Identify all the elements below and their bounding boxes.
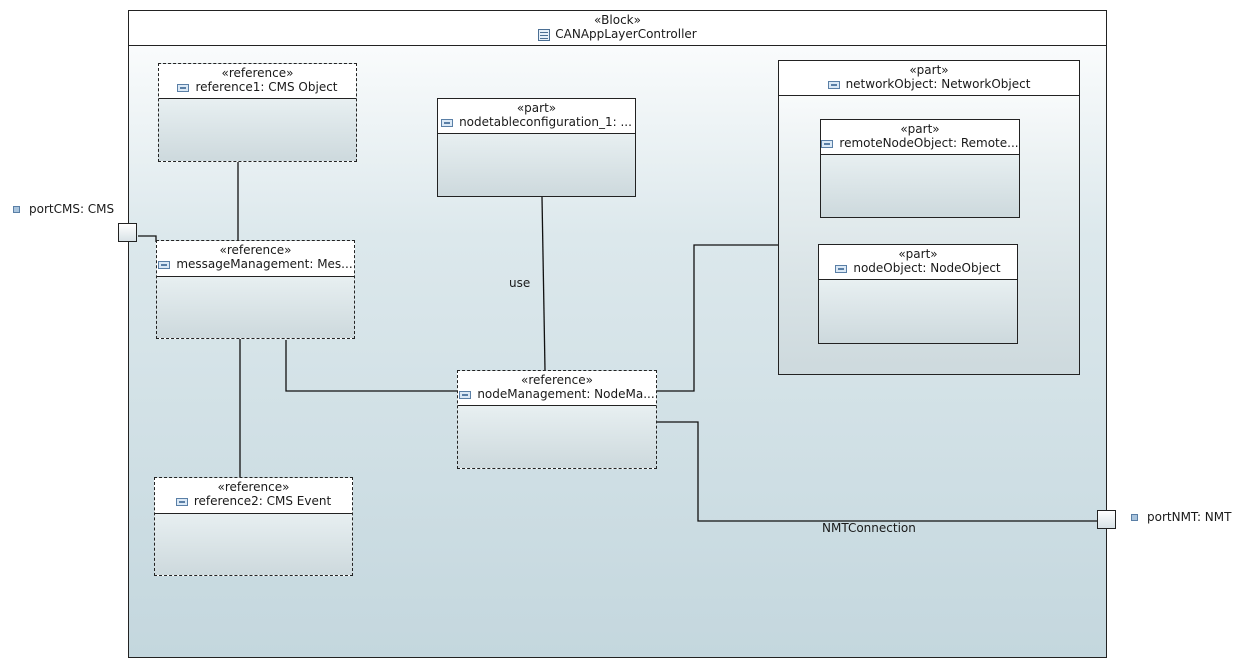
part-name: reference2: CMS Event [193,494,332,508]
part-name: networkObject: NetworkObject [845,77,1031,91]
part-name: remoteNodeObject: Remote... [839,136,1019,150]
part-nodetableconfiguration[interactable]: «part» nodetableconfiguration_1: ... [437,98,636,197]
port-cms[interactable] [118,223,137,242]
block-stereotype: «Block» [594,13,641,27]
port-icon [13,205,20,213]
connector-portcms-message [138,235,157,242]
part-name-line: nodeManagement: NodeMa... [458,387,656,402]
part-name: nodeObject: NodeObject [853,261,1001,275]
part-name-line: messageManagement: Mes... [157,257,354,272]
block-header: «Block» CANAppLayerController [129,11,1106,46]
port-icon [1131,513,1138,521]
part-name-line: nodeObject: NodeObject [819,261,1017,276]
part-icon [459,390,472,399]
block-icon [538,28,551,41]
part-reference1[interactable]: «reference» reference1: CMS Object [158,63,357,162]
part-name-line: remoteNodeObject: Remote... [821,136,1019,151]
part-remotenodeobject[interactable]: «part» remoteNodeObject: Remote... [820,119,1020,218]
port-nmt-text: portNMT: NMT [1147,510,1232,524]
part-icon [835,264,848,273]
part-name: messageManagement: Mes... [176,257,353,271]
part-stereotype: «part» [898,247,938,261]
part-nodemanagement[interactable]: «reference» nodeManagement: NodeMa... [457,370,657,469]
part-stereotype: «reference» [221,66,294,80]
part-header: «part» nodeObject: NodeObject [819,245,1017,280]
part-name-line: reference1: CMS Object [159,80,356,95]
block-name-line: CANAppLayerController [129,27,1106,42]
part-name: nodeManagement: NodeMa... [477,387,655,401]
part-header: «reference» messageManagement: Mes... [157,241,354,277]
connector-use [541,196,546,371]
part-nodeobject[interactable]: «part» nodeObject: NodeObject [818,244,1018,344]
connector-use-label: use [509,276,531,290]
part-icon [158,260,171,269]
part-header: «part» networkObject: NetworkObject [779,61,1079,96]
part-icon [441,118,454,127]
part-header: «reference» reference1: CMS Object [159,64,356,99]
part-icon [175,497,188,506]
port-cms-label: portCMS: CMS [13,202,114,216]
part-icon [821,139,834,148]
port-nmt[interactable] [1097,510,1116,529]
part-icon [827,80,840,89]
part-header: «reference» nodeManagement: NodeMa... [458,371,656,406]
port-cms-text: portCMS: CMS [29,202,115,216]
part-stereotype: «reference» [217,480,290,494]
part-stereotype: «reference» [219,243,292,257]
part-name-line: networkObject: NetworkObject [779,77,1079,92]
part-header: «part» remoteNodeObject: Remote... [821,120,1019,155]
part-messagemanagement[interactable]: «reference» messageManagement: Mes... [156,240,355,339]
part-name-line: reference2: CMS Event [155,494,352,509]
block-name: CANAppLayerController [555,27,697,41]
part-stereotype: «part» [900,122,940,136]
part-name: nodetableconfiguration_1: ... [459,115,632,129]
part-icon [177,83,190,92]
connector-node-network [657,244,778,392]
part-header: «part» nodetableconfiguration_1: ... [438,99,635,134]
part-stereotype: «part» [909,63,949,77]
port-nmt-label: portNMT: NMT [1131,510,1231,524]
connector-nmt [657,421,1097,522]
part-header: «reference» reference2: CMS Event [155,478,352,514]
connector-message-node [285,340,457,392]
part-reference2[interactable]: «reference» reference2: CMS Event [154,477,353,576]
part-name-line: nodetableconfiguration_1: ... [438,115,635,130]
connector-nmt-label: NMTConnection [822,521,916,535]
part-stereotype: «part» [516,101,557,115]
part-name: reference1: CMS Object [195,80,338,94]
part-stereotype: «reference» [521,373,593,387]
